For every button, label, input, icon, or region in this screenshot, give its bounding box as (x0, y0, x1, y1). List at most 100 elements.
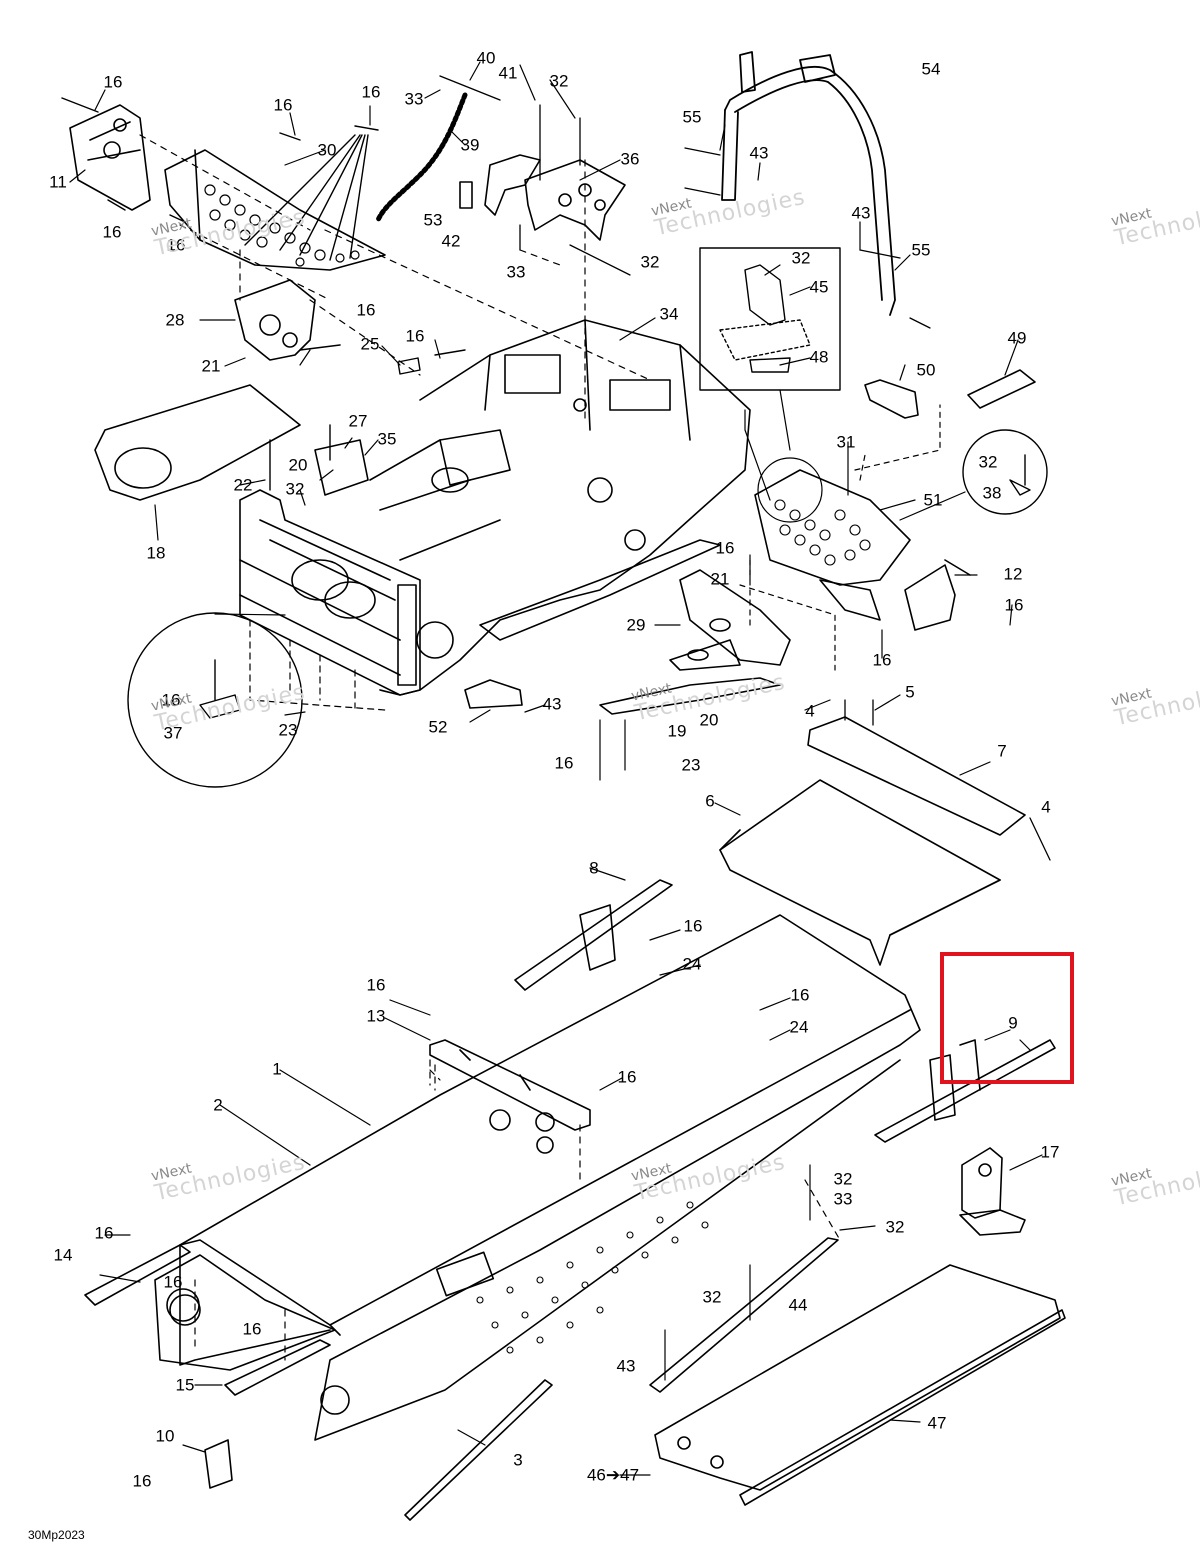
part-label: 3 (513, 1450, 523, 1470)
part-50-bracket (864, 379, 919, 419)
highlight-box (940, 952, 1074, 1084)
part-8-rail (514, 879, 673, 991)
part-label: 41 (498, 63, 518, 83)
part-label: 6 (705, 791, 715, 811)
part-label: 2 (213, 1095, 223, 1115)
part-8-bracket (579, 904, 616, 971)
part-label: 32 (549, 71, 569, 91)
part-label: 43 (851, 203, 871, 223)
part-52-bracket (464, 679, 523, 709)
front-side-panel (154, 1254, 336, 1371)
part-label: 16 (161, 690, 181, 710)
part-label: 54 (921, 59, 941, 79)
fasteners-top (61, 75, 501, 261)
part-label: 21 (201, 356, 221, 376)
part-label: 17 (1040, 1142, 1060, 1162)
part-label: 37 (163, 723, 183, 743)
part-label: 32 (702, 1287, 722, 1307)
part-label: 4 (1041, 797, 1051, 817)
part-label: 4 (805, 701, 815, 721)
part-label: 25 (360, 334, 380, 354)
part-label: 42 (441, 231, 461, 251)
part-39-cable (375, 92, 468, 223)
part-19-bar (599, 677, 781, 715)
part-label: 32 (791, 248, 811, 268)
part-label: 44 (788, 1295, 808, 1315)
detail-circle-16-37 (127, 612, 303, 788)
part-7-plate (807, 716, 1026, 836)
part-label: 16 (356, 300, 376, 320)
part-44-bar (649, 1237, 839, 1393)
part-label: 49 (1007, 328, 1027, 348)
part-3-rod (404, 1379, 553, 1521)
part-label: 10 (155, 1426, 175, 1446)
part-label: 32 (640, 252, 660, 272)
part-label: 32 (285, 479, 305, 499)
part-label: 16 (683, 916, 703, 936)
part-13-bar (429, 1039, 591, 1131)
part-14-rail (84, 1244, 191, 1306)
part-label: 33 (404, 89, 424, 109)
part-label: 16 (242, 1319, 262, 1339)
part-label: 21 (710, 569, 730, 589)
part-label: 28 (165, 310, 185, 330)
part-label: 16 (94, 1223, 114, 1243)
part-label: 15 (175, 1375, 195, 1395)
part-label: 13 (366, 1006, 386, 1026)
part-label: 23 (278, 720, 298, 740)
part-label: 51 (923, 490, 943, 510)
part-label: 16 (366, 975, 386, 995)
part-42-bracket (459, 154, 541, 216)
front-rail (479, 539, 721, 641)
part-label: 45 (809, 277, 829, 297)
detail-box-45-48 (699, 247, 841, 391)
part-49-plate (967, 369, 1036, 409)
part-label: 29 (626, 615, 646, 635)
detail-circle-32-38 (962, 429, 1048, 515)
part-label: 47 (927, 1413, 947, 1433)
part-label: 43 (616, 1356, 636, 1376)
part-31-perforated-rear (754, 457, 911, 586)
part-10-bracket (204, 1439, 233, 1489)
part-label: 8 (589, 858, 599, 878)
part-label: 20 (699, 710, 719, 730)
part-label: 32 (978, 452, 998, 472)
part-28-bracket (234, 279, 341, 361)
part-15-rail (224, 1339, 331, 1396)
part-label: 43 (749, 143, 769, 163)
part-label: 31 (836, 432, 856, 452)
part-label: 35 (377, 429, 397, 449)
part-label: 24 (789, 1017, 809, 1037)
part-label: 12 (1003, 564, 1023, 584)
part-label: 16 (790, 985, 810, 1005)
part-label: 14 (53, 1245, 73, 1265)
part-label: 55 (682, 107, 702, 127)
part-label: 32 (833, 1169, 853, 1189)
part-label: 16 (405, 326, 425, 346)
part-47-panel (654, 1264, 1066, 1506)
part-label: 33 (833, 1189, 853, 1209)
part-label: 16 (554, 753, 574, 773)
part-label: 16 (715, 538, 735, 558)
part-label: 38 (982, 483, 1002, 503)
part-label: 16 (361, 82, 381, 102)
part-label: 7 (997, 741, 1007, 761)
part-label: 1 (272, 1059, 282, 1079)
part-label: 48 (809, 347, 829, 367)
part-label: 43 (542, 694, 562, 714)
part-label: 40 (476, 48, 496, 68)
part-6-panel (719, 779, 1001, 966)
part-1-main-tunnel (166, 914, 921, 1441)
part-label: 52 (428, 717, 448, 737)
part-label: 11 (49, 172, 67, 192)
part-label: 30 (317, 140, 337, 160)
part-label: 16 (166, 235, 186, 255)
part-label: 46➔47 (586, 1465, 640, 1485)
part-label: 20 (288, 455, 308, 475)
part-17-bracket (959, 1147, 1026, 1236)
part-label: 36 (620, 149, 640, 169)
part-30-perforated-plate (164, 149, 386, 271)
part-label: 27 (348, 411, 368, 431)
